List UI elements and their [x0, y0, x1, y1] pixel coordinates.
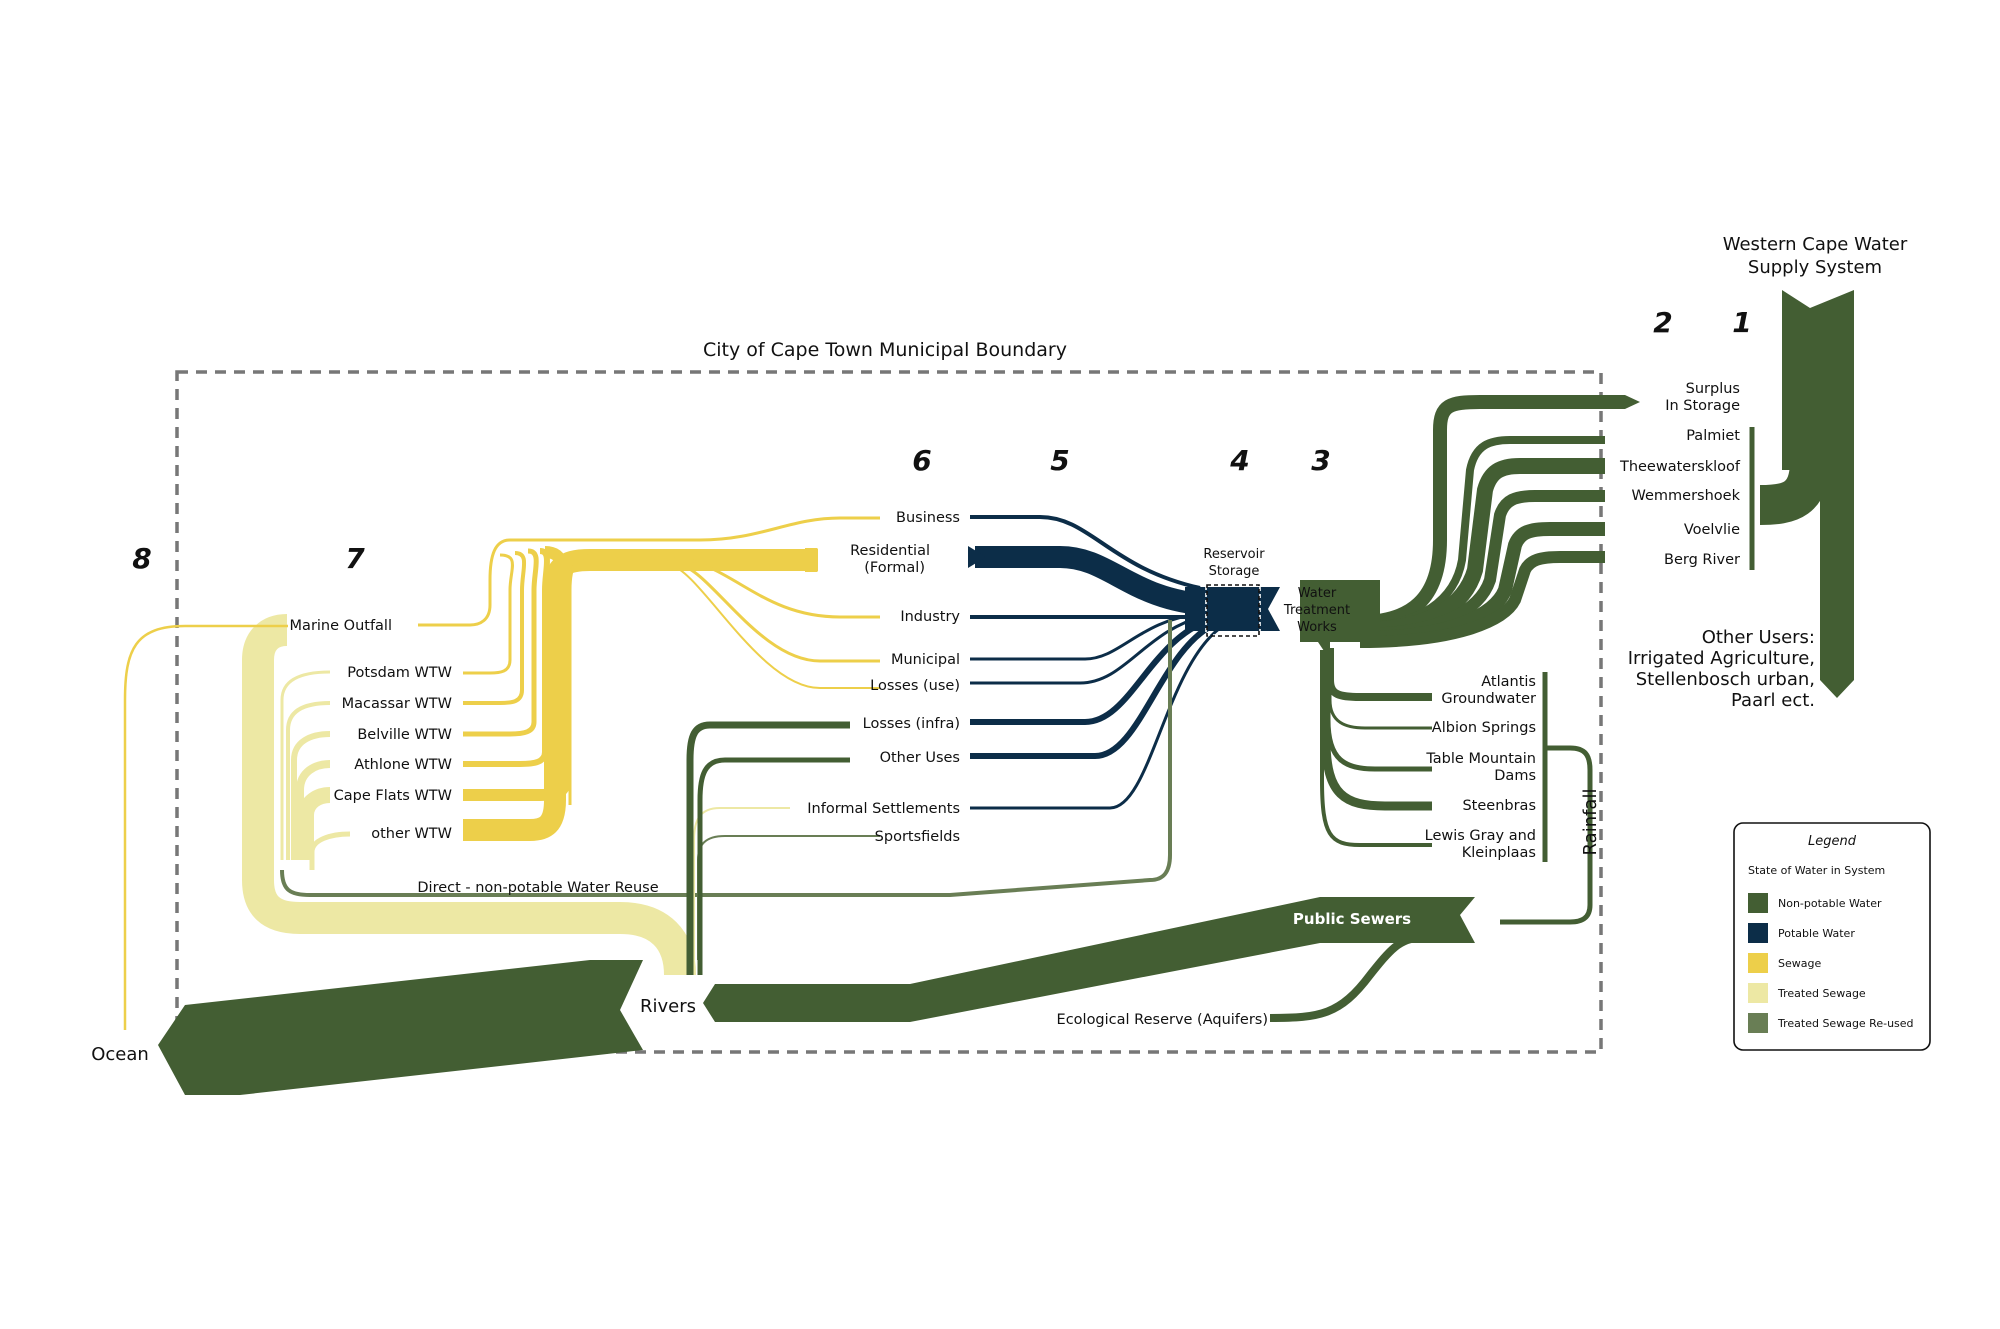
- wcwss-title-line1: Western Cape Water: [1723, 234, 1908, 255]
- source-lewis-line1: Lewis Gray and: [1425, 828, 1536, 844]
- wcwss-flows: [1359, 330, 1830, 648]
- sportsfields-reuse-flow: [697, 835, 880, 960]
- sewage-flows: [418, 516, 880, 841]
- use-sportsfields: Sportsfields: [875, 829, 960, 845]
- reservoir-label-line2: Storage: [1209, 564, 1260, 579]
- stage-4: 4: [1229, 444, 1249, 477]
- stage-3: 3: [1311, 444, 1330, 477]
- source-surplus-line2: In Storage: [1665, 398, 1740, 414]
- treated-sewage-flows: [242, 614, 696, 976]
- local-source-flows: [1320, 648, 1593, 925]
- wtw-label-line1: Water: [1298, 586, 1337, 601]
- legend-swatch: [1748, 1013, 1768, 1033]
- source-albion: Albion Springs: [1432, 720, 1536, 736]
- stage-1: 1: [1732, 306, 1751, 339]
- reservoir-label-line1: Reservoir: [1203, 547, 1265, 562]
- macassar-label: Macassar WTW: [342, 696, 452, 712]
- legend: Legend State of Water in System Non-pota…: [1733, 822, 1931, 1051]
- source-atlantis-line2: Groundwater: [1441, 691, 1536, 707]
- legend-box: [1733, 822, 1931, 1051]
- source-wemmershoek: Wemmershoek: [1632, 488, 1741, 504]
- water-treatment-works-block: [1185, 587, 1280, 631]
- residential-potable-arrow: [968, 546, 986, 568]
- belville-label: Belville WTW: [357, 727, 452, 743]
- marine-outfall-line: [123, 624, 288, 1030]
- legend-swatch: [1748, 983, 1768, 1003]
- source-voelvlie: Voelvlie: [1684, 522, 1740, 538]
- use-other-uses: Other Uses: [880, 750, 960, 766]
- main-supply-block: [1362, 580, 1380, 642]
- source-palmiet: Palmiet: [1686, 428, 1740, 444]
- direct-reuse-flow: [280, 620, 1172, 897]
- surplus-arrowhead: [1625, 395, 1640, 409]
- source-surplus-line1: Surplus: [1686, 381, 1740, 397]
- marine-outfall-label: Marine Outfall: [290, 618, 392, 634]
- residential-sewage-arrow: [805, 548, 818, 572]
- other-users-line3: Stellenbosch urban,: [1636, 669, 1815, 690]
- source-table-mountain-line1: Table Mountain: [1425, 751, 1536, 767]
- municipal-boundary: [175, 370, 1603, 1054]
- use-municipal: Municipal: [891, 652, 960, 668]
- legend-item-label: Sewage: [1778, 957, 1821, 970]
- use-business: Business: [896, 510, 960, 526]
- wtw-label-line3: Works: [1297, 620, 1337, 635]
- athlone-label: Athlone WTW: [354, 757, 452, 773]
- use-industry: Industry: [900, 609, 960, 625]
- ecological-reserve-label: Ecological Reserve (Aquifers): [1057, 1012, 1268, 1028]
- stage-5: 5: [1050, 444, 1069, 477]
- legend-swatch: [1748, 893, 1768, 913]
- source-theewaterskloof: Theewaterskloof: [1619, 459, 1741, 475]
- other-users-line1: Other Users:: [1702, 627, 1815, 648]
- use-residential-line1: Residential: [850, 543, 930, 559]
- source-steenbras: Steenbras: [1462, 798, 1536, 814]
- source-lewis-line2: Kleinplaas: [1462, 845, 1536, 861]
- ocean-label: Ocean: [91, 1044, 149, 1065]
- other-wtw-label: other WTW: [371, 826, 452, 842]
- use-informal: Informal Settlements: [807, 801, 960, 817]
- reservoir-storage-box: [1205, 584, 1261, 636]
- direct-reuse-label: Direct - non-potable Water Reuse: [417, 880, 658, 896]
- legend-item-label: Potable Water: [1778, 927, 1855, 940]
- rainfall-label: Rainfall: [1580, 789, 1601, 856]
- legend-swatch: [1748, 923, 1768, 943]
- informal-reuse-flow: [693, 807, 790, 960]
- wcwss-inflow-arrow: [1782, 290, 1854, 698]
- other-users-line4: Paarl ect.: [1731, 690, 1815, 711]
- use-losses-infra: Losses (infra): [863, 716, 960, 732]
- other-users-line2: Irrigated Agriculture,: [1628, 648, 1815, 669]
- boundary-title: City of Cape Town Municipal Boundary: [703, 339, 1067, 361]
- source-berg-river: Berg River: [1664, 552, 1740, 568]
- potsdam-label: Potsdam WTW: [347, 665, 452, 681]
- wtw-label-line2: Treatment: [1283, 603, 1350, 618]
- ocean-outflow: [158, 960, 643, 1095]
- wtw-outlet: [1300, 580, 1362, 660]
- source-table-mountain-line2: Dams: [1494, 768, 1536, 784]
- use-losses-use: Losses (use): [870, 678, 960, 694]
- cape-flats-label: Cape Flats WTW: [334, 788, 452, 804]
- stage-8: 8: [132, 542, 151, 575]
- public-sewers-label: Public Sewers: [1293, 910, 1411, 928]
- public-sewers-flow: [703, 897, 1475, 1022]
- legend-title: Legend: [1808, 834, 1857, 849]
- use-residential-line2: (Formal): [864, 560, 925, 576]
- legend-item-label: Treated Sewage: [1777, 987, 1866, 1000]
- legend-item-label: Non-potable Water: [1778, 897, 1882, 910]
- rivers-label: Rivers: [640, 996, 696, 1017]
- legend-swatch: [1748, 953, 1768, 973]
- stage-6: 6: [912, 444, 931, 477]
- wcwss-title-line2: Supply System: [1748, 257, 1882, 278]
- legend-subtitle: State of Water in System: [1748, 864, 1885, 877]
- source-atlantis-line1: Atlantis: [1481, 674, 1536, 690]
- stage-2: 2: [1653, 306, 1672, 339]
- reservoir-storage-outline: [1206, 584, 1260, 637]
- legend-item-label: Treated Sewage Re-used: [1777, 1017, 1914, 1030]
- stage-7: 7: [345, 542, 365, 575]
- potable-flows: [970, 515, 1221, 810]
